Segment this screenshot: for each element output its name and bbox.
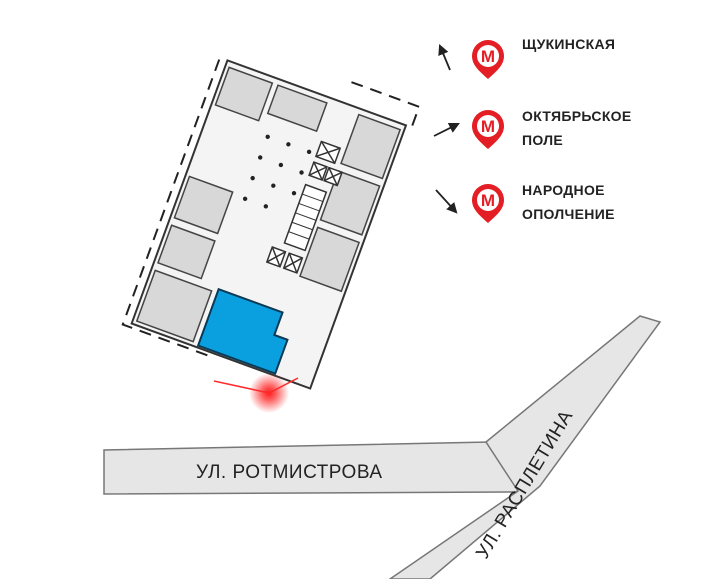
metro-pin-icon: М	[472, 40, 504, 79]
room	[299, 226, 361, 293]
arrow-icon	[435, 189, 458, 214]
room	[340, 113, 402, 180]
building-plan	[121, 59, 421, 390]
street-label-rotmistrova: УЛ. РОТМИСТРОВА	[196, 462, 383, 483]
street-network: УЛ. РОТМИСТРОВА УЛ. РАСПЛЕТИНА	[103, 315, 662, 579]
metro-pin-icon: М	[472, 184, 504, 223]
stairs-icon	[283, 183, 328, 252]
highlighted-apartment[interactable]	[196, 287, 296, 375]
svg-text:М: М	[481, 47, 495, 66]
room	[214, 66, 274, 122]
view-marker-icon[interactable]	[213, 373, 299, 413]
room	[319, 170, 381, 236]
elevator-icon	[265, 140, 344, 274]
metro-label: ЩУКИНСКАЯ	[522, 36, 615, 52]
metro-station-shchukinskaya[interactable]: М ЩУКИНСКАЯ	[438, 36, 615, 79]
arrow-icon	[438, 44, 451, 71]
metro-station-oktyabrskoe-pole[interactable]: М ОКТЯБРЬСКОЕ ПОЛЕ	[433, 108, 632, 149]
building-dashed-outline-top	[351, 81, 421, 132]
metro-label: ОКТЯБРЬСКОЕ	[522, 108, 632, 124]
room	[157, 224, 216, 280]
room	[266, 84, 328, 133]
metro-legend: М ЩУКИНСКАЯ М ОКТЯБРЬСКОЕ ПОЛЕ М НАРОДНО…	[433, 36, 632, 223]
svg-text:М: М	[481, 117, 495, 136]
metro-label: ОПОЛЧЕНИЕ	[522, 206, 615, 222]
arrow-icon	[433, 123, 460, 137]
structural-columns	[242, 134, 312, 209]
metro-pin-icon: М	[472, 110, 504, 149]
metro-label: ПОЛЕ	[522, 132, 563, 148]
room	[173, 175, 234, 235]
street-raspletina	[388, 315, 662, 579]
metro-station-narodnoe-opolchenie[interactable]: М НАРОДНОЕ ОПОЛЧЕНИЕ	[435, 182, 615, 223]
metro-label: НАРОДНОЕ	[522, 182, 605, 198]
room	[135, 269, 213, 343]
building-dashed-outline	[121, 59, 221, 358]
svg-text:М: М	[481, 191, 495, 210]
